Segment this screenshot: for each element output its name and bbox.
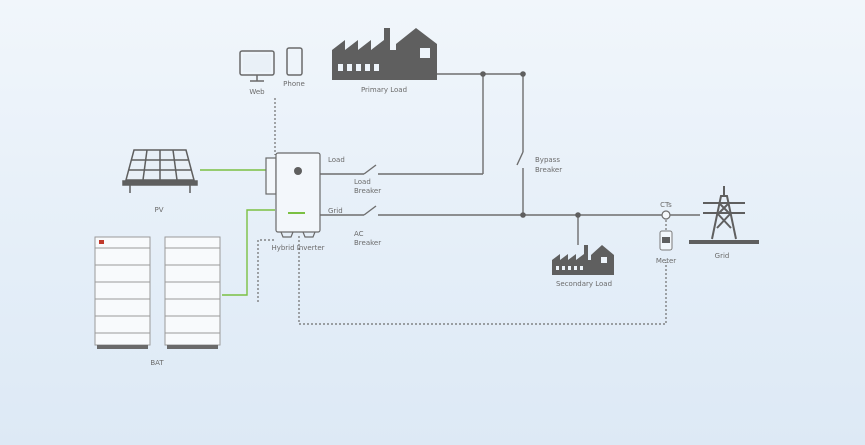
junction-dots [480,71,581,218]
pv-label: PV [154,206,163,214]
web-label: Web [249,88,265,96]
hybrid-inverter-icon [265,152,321,238]
cts-label: CTs [660,201,672,209]
load-breaker-label: Load [354,178,371,186]
primary-load-label: Primary Load [361,86,407,94]
phone-label: Phone [283,80,305,88]
dc-wiring [200,169,275,296]
primary-load-icon [332,28,437,80]
communication-wiring [257,98,667,325]
grid-label: Grid [715,252,730,260]
load-port-label: Load [328,156,345,164]
secondary-load-label: Secondary Load [556,280,612,288]
grid-tower-icon [689,186,759,244]
bat-label: BAT [150,359,164,367]
pv-panel-icon [122,149,198,193]
ac-breaker-label-2: Breaker [354,239,381,247]
load-breaker-label-2: Breaker [354,187,381,195]
ct-sensor-icon [661,210,671,220]
meter-label: Meter [656,257,676,265]
phone-icon [286,47,303,76]
bypass-breaker-label: Bypass [535,156,560,164]
secondary-load-icon [552,245,614,275]
grid-port-label: Grid [328,207,343,215]
meter-icon [659,230,673,251]
hybrid-inverter-label: Hybrid Inverter [271,244,324,252]
web-monitor-icon [239,50,275,82]
ac-breaker-label: AC [354,230,364,238]
battery-stack-icon [94,236,221,349]
bypass-breaker-label-2: Breaker [535,166,562,174]
ac-wiring [320,73,700,245]
